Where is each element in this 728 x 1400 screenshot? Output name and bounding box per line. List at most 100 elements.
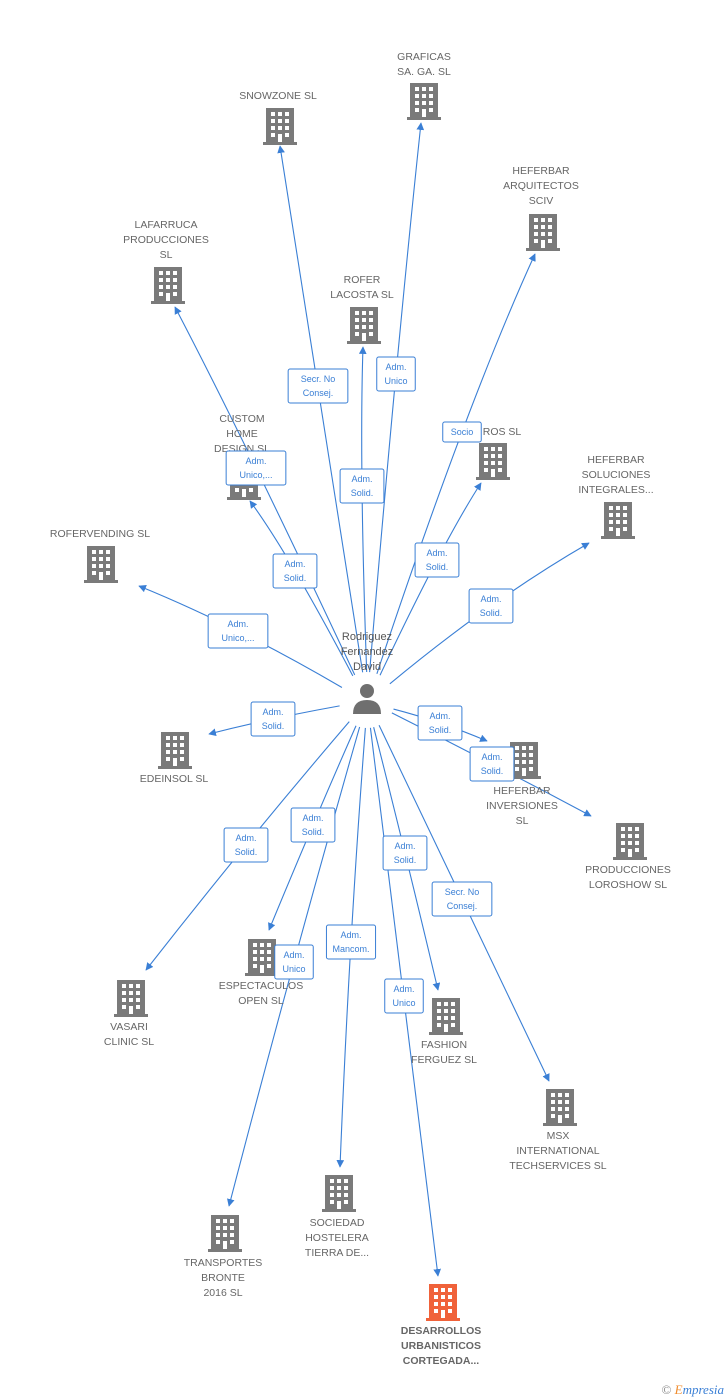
company-label-line: TECHSERVICES SL — [509, 1160, 606, 1172]
role-box-lafarruca[interactable]: Adm. Unico,... — [225, 450, 287, 486]
company-label-line: CORTEGADA... — [403, 1355, 480, 1367]
role-text: Adm. — [426, 548, 447, 558]
role-box-ros[interactable]: Adm. Solid. — [414, 542, 460, 578]
nodes-layer: GRAFICAS SA. GA. SL SNOWZONE SL HEFERBARARQ… — [50, 51, 671, 1367]
role-text: Adm. — [284, 559, 305, 569]
role-text: Adm. — [394, 841, 415, 851]
person-name-line: Rodriguez — [342, 631, 392, 643]
role-box-sociedad[interactable]: Adm.Mancom. — [325, 924, 377, 960]
role-text: Adm. — [262, 707, 283, 717]
role-text: Adm. — [429, 711, 450, 721]
company-node-desarrollos[interactable]: DESARROLLOSURBANISTICOSCORTEGADA... — [401, 1284, 482, 1367]
company-label-line: ESPECTACULOS — [219, 980, 303, 992]
company-label-line: FERGUEZ SL — [411, 1054, 477, 1066]
building-icon — [426, 1284, 460, 1321]
role-text: Solid. — [351, 488, 374, 498]
building-icon — [347, 307, 381, 344]
role-text: Solid. — [426, 562, 449, 572]
role-text: Adm. — [393, 984, 414, 994]
company-label-line: SOCIEDAD — [310, 1217, 365, 1229]
company-node-rofervending[interactable]: ROFERVENDING SL — [50, 528, 150, 583]
person-icon — [353, 684, 381, 714]
role-text: Solid. — [480, 608, 503, 618]
role-text: Unico,... — [239, 470, 272, 480]
company-label-line: LACOSTA SL — [330, 289, 394, 301]
person-name-line: Fernandez — [341, 646, 394, 658]
company-label-line: SA. GA. SL — [397, 66, 451, 78]
role-text: Adm. — [481, 752, 502, 762]
role-box-heferbar-sol[interactable]: Adm.Solid. — [468, 588, 514, 624]
role-box-graficas[interactable]: Adm.Unico — [376, 356, 416, 392]
company-label-line: LAFARRUCA — [134, 219, 197, 231]
company-label-line: OPEN SL — [238, 995, 284, 1007]
company-node-edeinsol[interactable]: EDEINSOL SL — [140, 732, 209, 785]
company-label-line: PRODUCCIONES — [585, 864, 671, 876]
role-text: Adm. — [340, 930, 361, 940]
role-text: Adm. — [245, 456, 266, 466]
role-box-espectaculos[interactable]: Adm. Solid. — [290, 807, 336, 843]
role-text: Unico — [384, 376, 407, 386]
company-label-line: HEFERBAR — [512, 165, 570, 177]
building-icon — [543, 1089, 577, 1126]
company-node-snowzone[interactable]: SNOWZONE SL — [239, 90, 317, 145]
role-text: Adm. — [351, 474, 372, 484]
role-box-transportes[interactable]: Adm.Unico — [274, 944, 314, 980]
role-box-edeinsol[interactable]: Adm.Solid. — [250, 701, 296, 737]
company-label-line: SOLUCIONES — [582, 469, 651, 481]
role-box-rofervending[interactable]: Adm.Unico,... — [207, 613, 269, 649]
brand-name: mpresia — [682, 1382, 724, 1397]
building-icon — [114, 980, 148, 1017]
company-node-ros[interactable]: ROS SL — [476, 426, 521, 480]
brand-initial: E — [674, 1382, 683, 1397]
building-icon — [613, 823, 647, 860]
role-box-desarrollos[interactable]: Adm.Unico — [384, 978, 424, 1014]
company-node-espectaculos[interactable]: ESPECTACULOS OPEN SL — [219, 939, 303, 1007]
company-node-heferbar-sol[interactable]: HEFERBARSOLUCIONESINTEGRALES... — [578, 454, 654, 539]
role-text: Adm. — [302, 813, 323, 823]
company-label-line: SNOWZONE SL — [239, 90, 317, 102]
company-label-line: ROFER — [344, 274, 381, 286]
company-node-graficas[interactable]: GRAFICAS SA. GA. SL — [397, 51, 451, 120]
role-text: Solid. — [302, 827, 325, 837]
role-text: Solid. — [481, 766, 504, 776]
role-box-rofer-lacosta[interactable]: Adm. Solid. — [339, 468, 385, 504]
building-icon — [151, 267, 185, 304]
person-name-line: David — [353, 661, 381, 673]
building-icon — [322, 1175, 356, 1212]
company-label-line: SCIV — [529, 195, 554, 207]
company-label-line: ROFERVENDING SL — [50, 528, 150, 540]
company-label-line: DESARROLLOS — [401, 1325, 482, 1337]
company-label-line: TRANSPORTES — [184, 1257, 263, 1269]
company-label-line: SL — [160, 249, 173, 261]
role-box-vasari[interactable]: Adm.Solid. — [223, 827, 269, 863]
company-label-line: HEFERBAR — [493, 785, 551, 797]
role-text: Consej. — [447, 901, 478, 911]
role-box-custom-home[interactable]: Adm.Solid. — [272, 553, 318, 589]
building-icon — [526, 214, 560, 251]
role-box-loroshow[interactable]: Adm. Solid. — [469, 746, 515, 782]
role-box-heferbar-arq[interactable]: Socio — [442, 421, 482, 443]
role-box-heferbar-inv[interactable]: Adm. Solid. — [417, 705, 463, 741]
company-label-line: BRONTE — [201, 1272, 245, 1284]
building-icon — [84, 546, 118, 583]
building-icon — [208, 1215, 242, 1252]
company-label-line: INVERSIONES — [486, 800, 558, 812]
relation-edge-rofer-lacosta — [358, 346, 368, 673]
role-text: Adm. — [235, 833, 256, 843]
company-node-rofer-lacosta[interactable]: ROFER LACOSTA SL — [330, 274, 394, 344]
role-box-fashion[interactable]: Adm.Solid. — [382, 835, 428, 871]
company-label-line: GRAFICAS — [397, 51, 451, 63]
role-text: Solid. — [429, 725, 452, 735]
